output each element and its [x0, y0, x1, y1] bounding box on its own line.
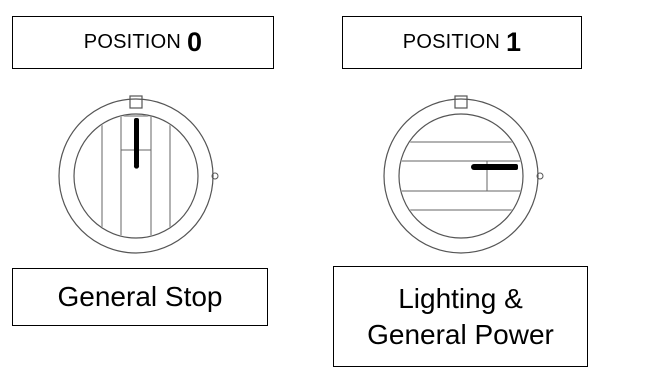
position-1-description: Lighting & General Power: [333, 266, 588, 367]
position-0-number: 0: [186, 27, 203, 57]
position-0-description: General Stop: [12, 268, 268, 326]
dial-handle: [473, 164, 518, 170]
dial-inner-ring: [398, 113, 524, 239]
switch-dial-position-1: [383, 95, 544, 254]
description-line: General Stop: [57, 281, 223, 312]
position-1-header: POSITION 1: [342, 16, 582, 69]
position-1-label: POSITION: [402, 31, 500, 53]
switch-dial-position-0: [58, 95, 219, 254]
position-0-header: POSITION 0: [12, 16, 274, 69]
dial-indicator-square: [454, 95, 468, 109]
dial-outer-ring: [58, 98, 214, 254]
dial-side-dot: [211, 172, 219, 180]
dial-outer-ring: [383, 98, 539, 254]
dial-handle-housing: [486, 160, 522, 192]
dial-side-dot: [536, 172, 544, 180]
position-0-label: POSITION: [83, 31, 181, 53]
dial-handle: [134, 118, 139, 166]
description-line: Lighting &: [398, 282, 523, 314]
dial-inner-ring: [73, 113, 199, 239]
description-line: General Power: [367, 318, 554, 350]
dial-indicator-square: [129, 95, 143, 109]
position-1-number: 1: [505, 27, 522, 57]
